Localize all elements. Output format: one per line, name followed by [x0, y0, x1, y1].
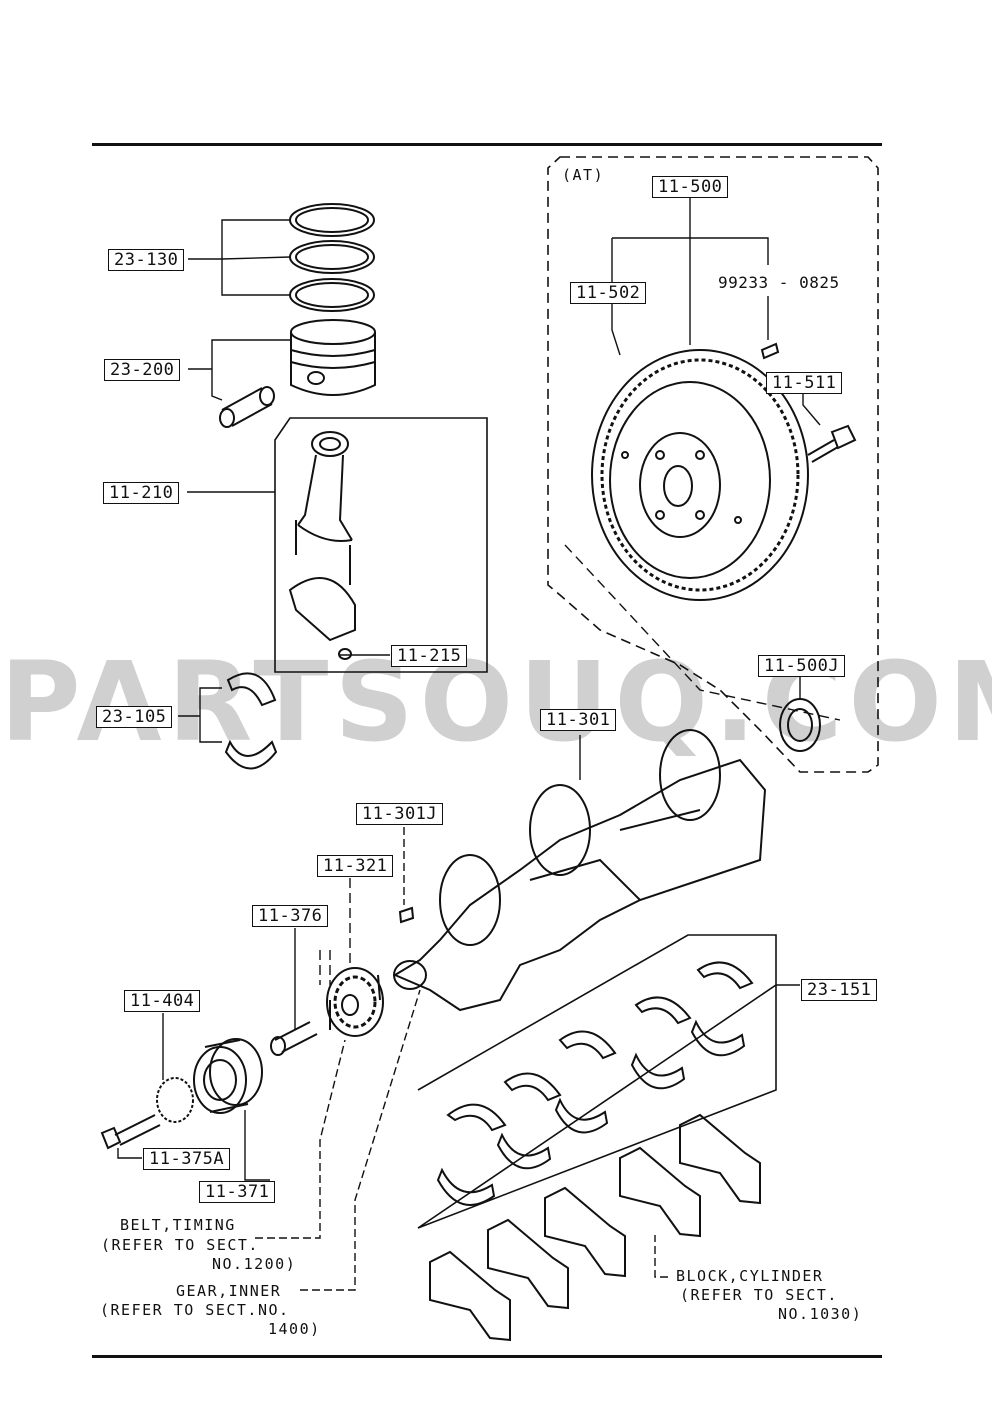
callout-11-375A[interactable]: 11-375A	[143, 1148, 231, 1170]
callout-11-215[interactable]: 11-215	[391, 645, 468, 667]
callout-11-502[interactable]: 11-502	[570, 282, 647, 304]
ref-belt-line3: NO.1200)	[212, 1255, 297, 1273]
flywheel-bolt	[807, 424, 857, 463]
main-bearings	[436, 961, 754, 1206]
conrod-bearing	[224, 739, 278, 770]
crank-spacer	[270, 1021, 318, 1056]
bearing-caps	[429, 1113, 761, 1342]
ref-block-line2: (REFER TO SECT.	[680, 1286, 838, 1304]
dowel-pin	[760, 342, 780, 360]
pulley-plate	[156, 1077, 194, 1123]
ref-block-line3: NO.1030)	[778, 1305, 863, 1323]
ref-belt-line1: BELT,TIMING	[120, 1216, 236, 1234]
ref-belt-line2: (REFER TO SECT.	[101, 1236, 259, 1254]
callout-11-500[interactable]: 11-500	[652, 176, 729, 198]
ref-gear-line1: GEAR,INNER	[176, 1282, 282, 1300]
callout-11-301J[interactable]: 11-301J	[356, 803, 444, 825]
crankshaft	[392, 729, 767, 1012]
crank-pulley	[193, 1038, 263, 1114]
connecting-rod	[288, 431, 356, 642]
callout-23-130[interactable]: 23-130	[108, 249, 185, 271]
ref-gear-line3: 1400)	[268, 1320, 321, 1338]
callout-11-321[interactable]: 11-321	[317, 855, 394, 877]
callout-11-500J[interactable]: 11-500J	[758, 655, 846, 677]
piston-pin	[219, 386, 275, 428]
callout-23-151[interactable]: 23-151	[801, 979, 878, 1001]
callout-11-301[interactable]: 11-301	[540, 709, 617, 731]
at-enclosure	[547, 156, 879, 773]
at-note: (AT)	[562, 166, 605, 184]
conrod-bearing	[226, 672, 277, 707]
callout-23-200[interactable]: 23-200	[104, 359, 181, 381]
pulley-bolt	[100, 1114, 161, 1150]
crank-key	[398, 906, 415, 924]
top-rule	[92, 143, 882, 146]
ref-block-line1: BLOCK,CYLINDER	[676, 1267, 824, 1285]
bolt-part-number[interactable]: 99233 - 0825	[718, 273, 840, 292]
callout-23-105[interactable]: 23-105	[96, 706, 173, 728]
pilot-bearing	[779, 698, 821, 752]
bottom-rule	[92, 1355, 882, 1358]
timing-gear	[326, 967, 384, 1037]
callout-11-404[interactable]: 11-404	[124, 990, 201, 1012]
callout-11-511[interactable]: 11-511	[766, 372, 843, 394]
flywheel	[591, 349, 809, 601]
ref-gear-line2: (REFER TO SECT.NO.	[100, 1301, 290, 1319]
callout-11-376[interactable]: 11-376	[252, 905, 329, 927]
at-inner-dash	[564, 544, 841, 721]
callout-11-371[interactable]: 11-371	[199, 1181, 276, 1203]
conrod-nut	[338, 648, 352, 660]
piston	[290, 319, 376, 396]
callout-11-210[interactable]: 11-210	[103, 482, 180, 504]
conrod-box	[274, 417, 488, 673]
main-bearing-box	[417, 934, 800, 1229]
